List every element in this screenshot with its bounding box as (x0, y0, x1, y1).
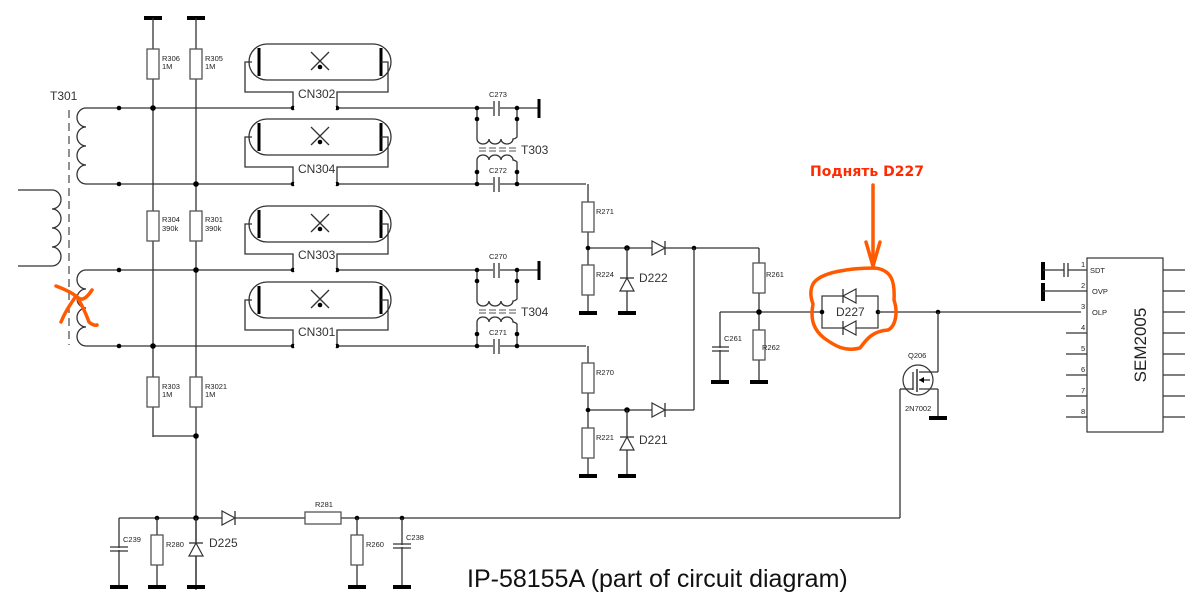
r304-value: 390k (162, 224, 179, 233)
r301-label: R301 (205, 215, 223, 224)
pin-8-num: 8 (1081, 407, 1085, 416)
pin-1-label: SDT (1090, 266, 1105, 275)
r224-label: R224 (596, 270, 614, 279)
t304-label: T304 (521, 305, 549, 319)
sense-upper: R271 R224 D222 (579, 184, 759, 315)
resistor-r301: R301 390k (189, 210, 223, 242)
pin-6-num: 6 (1081, 365, 1085, 374)
resistor-r3021: R3021 1M (189, 376, 227, 408)
cn301-label: CN301 (298, 325, 336, 339)
pin-2-num: 2 (1081, 281, 1085, 290)
resistor-r306: R306 1M (144, 16, 180, 520)
junction-dots (116, 105, 199, 349)
d227-label: D227 (836, 305, 865, 319)
pin-1-num: 1 (1081, 260, 1085, 269)
diagram-title: IP-58155A (part of circuit diagram) (467, 565, 848, 593)
c273-label: C273 (489, 90, 507, 99)
lamp-cn304: CN304 (244, 117, 393, 187)
r262-label: R262 (762, 343, 780, 352)
diode-d222: D222 (618, 248, 668, 315)
r306-label: R306 (162, 54, 180, 63)
q206-label: Q206 (908, 351, 926, 360)
pin-4-num: 4 (1081, 323, 1085, 332)
r3021-label: R3021 (205, 382, 227, 391)
resistor-r303: R303 1M (146, 376, 180, 408)
c239-label: C239 (123, 535, 141, 544)
r270-label: R270 (596, 368, 614, 377)
lamp-cn303: CN303 (244, 204, 393, 273)
r260-label: R260 (366, 540, 384, 549)
c270-label: C270 (489, 252, 507, 261)
c272-label: C272 (489, 166, 507, 175)
r221-label: R221 (596, 433, 614, 442)
lamp-cn302: CN302 (244, 42, 393, 111)
r303-value: 1M (162, 390, 172, 399)
annotation-circle-d227 (809, 266, 898, 351)
transistor-q206: Q206 2N7002 (899, 312, 947, 518)
bottom-network: C239 R280 D225 R281 R260 C238 (110, 500, 900, 589)
r306-value: 1M (162, 62, 172, 71)
c238-label: C238 (406, 533, 424, 542)
pin-2-label: OVP (1092, 287, 1108, 296)
pin-7-num: 7 (1081, 386, 1085, 395)
r271-label: R271 (596, 207, 614, 216)
diode-d221: D221 (618, 410, 668, 478)
cn303-label: CN303 (298, 248, 336, 262)
r305-label: R305 (205, 54, 223, 63)
lamp-cn301: CN301 (244, 280, 393, 349)
transformer-t301: T301 (18, 89, 87, 347)
q206-part: 2N7002 (905, 404, 931, 413)
d221-label: D221 (639, 433, 668, 447)
r305-value: 1M (205, 62, 215, 71)
transformer-t303: C273 T303 C272 (470, 90, 586, 192)
d222-label: D222 (639, 271, 668, 285)
cn304-label: CN304 (298, 162, 336, 176)
r303-label: R303 (162, 382, 180, 391)
c261-label: C261 (724, 334, 742, 343)
transformer-t304: C270 T304 C271 (470, 252, 586, 354)
pin-3-label: OLP (1092, 308, 1107, 317)
ic-sem2005[interactable]: SEM2005 1 SDT 2 OVP 3 OLP 4 5 6 7 8 (1041, 257, 1185, 433)
r304-label: R304 (162, 215, 180, 224)
r261-label: R261 (766, 270, 784, 279)
annotation-cross-mark (54, 284, 99, 327)
divider-r261-r262: R261 R262 C261 (711, 248, 820, 384)
sense-lower: R270 R221 D221 (579, 248, 695, 478)
ic-name: SEM2005 (1131, 308, 1150, 383)
diode-d225: D225 (187, 518, 238, 589)
c271-label: C271 (489, 328, 507, 337)
diode-d227: D227 (819, 287, 881, 337)
cn302-label: CN302 (298, 87, 336, 101)
r280-label: R280 (166, 540, 184, 549)
annotation-text: Поднять D227 (810, 164, 924, 180)
pin-3-num: 3 (1081, 302, 1085, 311)
resistor-r304: R304 390k (146, 210, 180, 242)
r301-value: 390k (205, 224, 222, 233)
annotation-note: Поднять D227 (810, 164, 924, 268)
d225-label: D225 (209, 536, 238, 550)
r3021-value: 1M (205, 390, 215, 399)
r281-label: R281 (315, 500, 333, 509)
pin-5-num: 5 (1081, 344, 1085, 353)
t303-label: T303 (521, 143, 549, 157)
t301-label: T301 (50, 89, 78, 103)
resistor-r305: R305 1M (187, 16, 223, 590)
